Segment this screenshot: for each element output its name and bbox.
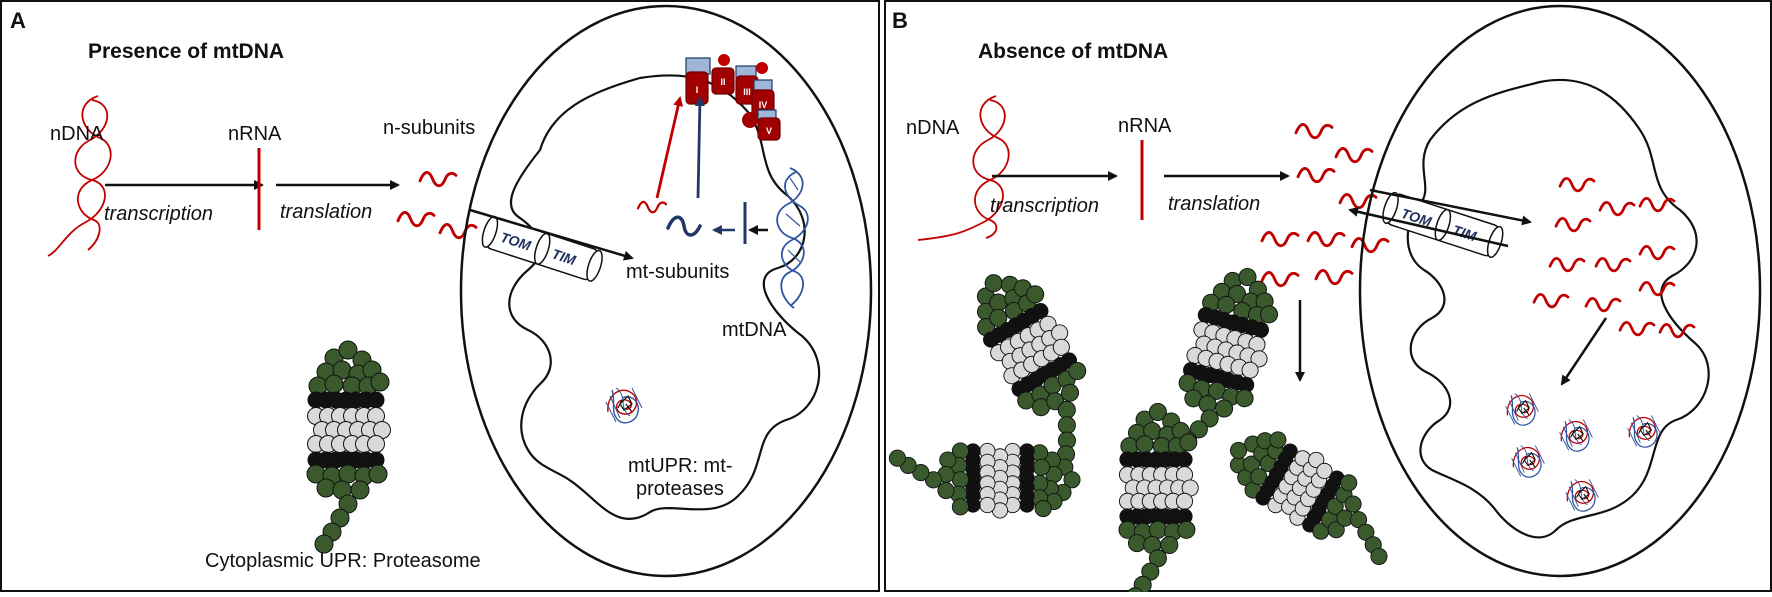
proteasome-bead [1068,361,1087,381]
proteasome-bead [1032,458,1050,476]
aggregation-arrow-b [1560,317,1608,386]
tim-label-a: TIM [550,246,578,269]
panel-a-letter: A [10,8,26,33]
n-subunit-squiggles [396,171,478,240]
cytoplasmic-upr-label: Cytoplasmic UPR: Proteasome [205,550,481,572]
proteasome-bead [1370,547,1388,565]
complex-III-label: III [743,87,751,97]
export-arrow-b [1348,206,1509,248]
proteasome-b3 [888,442,1081,519]
proteasome-a [306,340,391,554]
ndna-label-b: nDNA [906,117,960,139]
proteasome-bead [367,391,385,409]
ndna-label: nDNA [50,123,104,145]
proteasome-bead [1060,383,1080,402]
panel-b-title: Absence of mtDNA [978,40,1168,63]
import-arrow-b [1369,188,1532,226]
proteasome-bead [979,496,996,514]
mtdna-label: mtDNA [722,319,787,341]
proteasome-bead [951,498,969,516]
proteasome-bead [1034,500,1052,518]
panel-b: B Absence of mtDNA nDNA transcription nR… [888,4,1762,597]
mtupr-label-line1: mtUPR: mt- [628,455,732,477]
panel-a-border [0,0,880,592]
proteasome-bead [937,482,955,500]
proteasome-bead [316,478,336,498]
proteasome-bead [1026,285,1045,304]
proteasome-b4 [1118,402,1199,597]
proteasome-bead [939,451,957,469]
proteasome-bead [367,435,385,453]
proteasome-bead [1229,441,1248,459]
tom-tim-channel-a: TOM TIM [481,215,603,282]
misfolded-protein-a [605,387,643,424]
proteasome-bead [1160,535,1179,555]
proteasome-bead [984,274,1003,293]
imported-n-subunit [636,200,668,214]
misfolded-proteins-b [1504,392,1662,512]
mt-subunits-label: mt-subunits [626,261,729,283]
import-arrow-a [469,208,634,261]
proteasome-bead [1340,474,1358,492]
translation-label-b: translation [1168,193,1260,215]
proteasome-bead [1177,520,1196,539]
mt-subunit-squiggle [666,215,702,237]
complex-V-label: V [766,126,772,136]
complex-I-label: I [696,85,699,95]
proteasome-bead [951,471,969,489]
proteasome-bead [338,464,358,484]
mitochondrion-b-inner [1406,78,1710,539]
complex-II-label: II [720,77,725,87]
nrna-label: nRNA [228,123,282,145]
proteasome-bead [368,464,388,484]
n-subunits-label: n-subunits [383,117,475,139]
mtupr-label-line2: proteases [636,478,724,500]
panel-b-border [884,0,1772,592]
proteasome-bead [324,374,344,394]
proteasome-bead [1148,520,1167,539]
proteasome-bead [888,449,906,467]
mtdna-helix [776,167,809,309]
proteasome-bead [1019,497,1035,513]
mitochondrion-b-outer [1358,4,1762,578]
proteasome-b2 [1168,268,1279,459]
proteasome-bead [1269,431,1287,449]
panel-a: A Presence of mtDNA nDNA transcription n… [10,4,873,578]
mitochondrion-a-inner [508,74,821,520]
proteasome-bead [350,480,370,500]
ndna-helix-b [917,95,1010,241]
proteasome-bead [1235,389,1254,408]
panel-b-letter: B [892,8,908,33]
proteasome-bead [1179,433,1198,452]
nuclear-import-arrow [655,96,684,199]
proteasome-bead [1176,451,1193,468]
ndna-helix [47,95,112,257]
proteasome-bead [1215,399,1234,418]
transcription-label-b: transcription [990,195,1099,217]
proteasome-bead [1063,471,1081,489]
proteasome-bead [370,372,390,392]
proteasome-bead [1175,492,1194,510]
proteasome-bead [1238,268,1257,287]
proteasome-bead [1344,495,1362,513]
translation-label: translation [280,201,372,223]
transcription-label: transcription [104,203,213,225]
nrna-label-b: nRNA [1118,115,1172,137]
proteasome-bead [1148,402,1167,422]
mitochondrion-a-outer [459,4,873,578]
proteasome-bead [1127,534,1147,553]
proteasome-bead [1135,435,1154,454]
respiratory-complexes: I II III IV V [685,54,781,141]
proteasome-bead [338,340,358,360]
proteasome-b5 [1229,431,1388,565]
proteasome-b1 [976,274,1087,464]
proteasome-bead [1259,305,1279,324]
complex-IV-label: IV [759,100,768,110]
tom-tim-channel-b: TOM TIM [1382,191,1504,259]
mt-import-arrow [694,96,705,199]
panel-a-title: Presence of mtDNA [88,40,284,63]
proteasome-bead [314,534,334,554]
